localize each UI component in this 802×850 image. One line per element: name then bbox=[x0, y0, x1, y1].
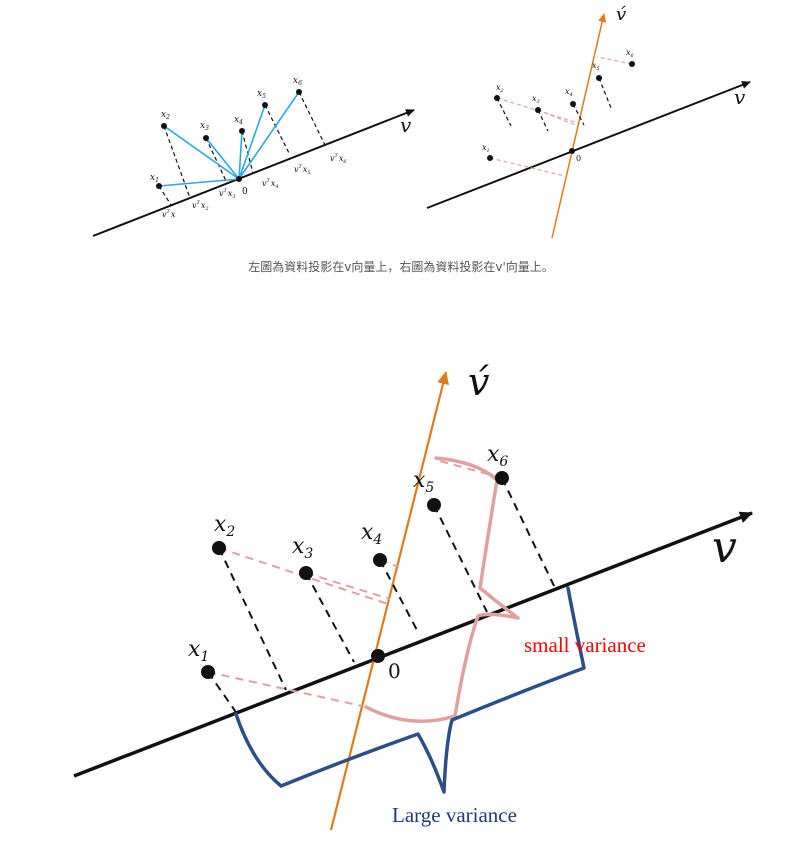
projection-dashes-v bbox=[496, 77, 612, 132]
origin-point bbox=[569, 148, 575, 154]
point-labels: x1 x2 x3 x4 x5 x6 bbox=[482, 48, 635, 154]
svg-text:x5: x5 bbox=[413, 468, 434, 496]
svg-text:x3: x3 bbox=[532, 94, 540, 105]
origin-label: 0 bbox=[388, 659, 401, 683]
projection-dashes bbox=[158, 91, 326, 206]
svg-text:x4: x4 bbox=[361, 520, 382, 548]
origin-point bbox=[236, 176, 242, 182]
top-left-panel: v 0 x1 bbox=[92, 76, 415, 237]
v-prime-label: v́ bbox=[616, 4, 627, 25]
svg-text:x2: x2 bbox=[161, 110, 170, 121]
projection-dashes-vprime bbox=[207, 459, 503, 707]
svg-text:vTx: vTx bbox=[162, 209, 176, 219]
point-labels: x1 x2 x3 x4 x5 x6 bbox=[150, 76, 302, 184]
svg-text:x1: x1 bbox=[150, 173, 159, 184]
svg-text:x6: x6 bbox=[626, 48, 635, 59]
bottom-panel: v v́ 0 bbox=[73, 360, 753, 831]
v-axis-label: v bbox=[734, 85, 746, 109]
svg-text:x2: x2 bbox=[214, 512, 235, 540]
svg-text:x3: x3 bbox=[292, 534, 313, 562]
small-variance-label: small variance bbox=[524, 633, 646, 657]
projection-dashes-v bbox=[207, 477, 557, 719]
large-variance-bracket bbox=[234, 586, 586, 794]
top-right-panel: v v́ 0 x1 x2 x3 bbox=[426, 4, 751, 239]
projection-dashes-vprime bbox=[489, 56, 633, 177]
projection-labels: vTx vTx2 vTx3 vTx4 vTx5 vTx6 bbox=[162, 153, 347, 219]
svg-text:x5: x5 bbox=[592, 61, 600, 72]
data-vectors bbox=[158, 91, 300, 187]
v-axis-label: v bbox=[712, 522, 737, 573]
svg-text:vTx3: vTx3 bbox=[219, 188, 236, 200]
v-axis-label: v bbox=[400, 113, 412, 137]
figure-caption: 左圖為資料投影在v向量上，右圖為資料投影在v'向量上。 bbox=[248, 260, 554, 274]
svg-text:x5: x5 bbox=[257, 89, 266, 100]
v-axis bbox=[92, 109, 415, 237]
svg-text:vTx2: vTx2 bbox=[192, 200, 209, 212]
svg-text:vTx4: vTx4 bbox=[262, 178, 279, 190]
svg-text:x4: x4 bbox=[565, 87, 573, 98]
data-points bbox=[201, 471, 509, 679]
svg-text:x2: x2 bbox=[496, 83, 504, 94]
svg-text:x1: x1 bbox=[482, 143, 490, 154]
svg-text:x4: x4 bbox=[234, 115, 243, 126]
svg-text:vTx6: vTx6 bbox=[330, 153, 347, 165]
svg-text:x3: x3 bbox=[200, 121, 209, 132]
data-points bbox=[156, 89, 302, 189]
v-axis bbox=[426, 81, 751, 209]
svg-text:x6: x6 bbox=[487, 442, 508, 470]
v-prime-label: v́ bbox=[468, 360, 490, 404]
point-labels: x1 x2 x3 x4 x5 x6 bbox=[188, 442, 508, 665]
svg-text:vTx5: vTx5 bbox=[294, 164, 311, 176]
origin-point bbox=[371, 649, 385, 663]
v-prime-axis bbox=[329, 371, 449, 831]
data-points bbox=[487, 61, 635, 161]
svg-text:x1: x1 bbox=[188, 637, 209, 665]
v-axis bbox=[73, 511, 753, 778]
svg-text:x6: x6 bbox=[293, 76, 302, 87]
origin-label: 0 bbox=[242, 187, 248, 197]
origin-label: 0 bbox=[576, 154, 581, 163]
large-variance-label: Large variance bbox=[392, 803, 517, 827]
